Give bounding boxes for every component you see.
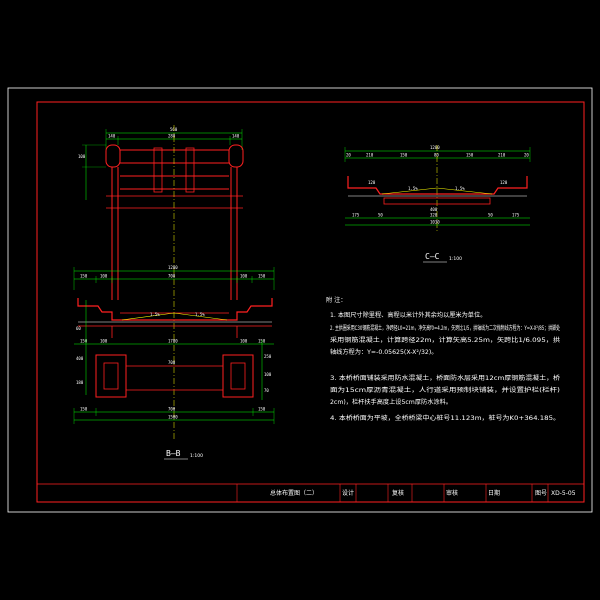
dim-cc-deck-mid: 400 <box>430 207 438 212</box>
drawing-title: 总体布置图（二） <box>270 489 318 497</box>
dim-cc-bottom-seg-3: 50 <box>488 213 493 218</box>
note-line-5: 面为15cm厚沥青混凝土，人行道采用预制块铺装，并设置护栏(栏杆) <box>330 386 560 394</box>
dim-left-h-3: 180 <box>76 380 84 385</box>
dim-top-seg-1: 280 <box>168 134 176 139</box>
dim-bb-ground: 700 <box>168 360 176 365</box>
dim-right-h-2: 70 <box>264 388 269 393</box>
dim-top-seg-2: 140 <box>232 134 240 139</box>
section-bb-label: B—B <box>166 449 181 458</box>
section-bb-scale: 1:100 <box>190 453 203 459</box>
note-line-6: 2cm)，栏杆扶手高度上设5cm厚防水涂料。 <box>330 398 452 406</box>
dim-bb-base-seg-3: 100 <box>240 339 248 344</box>
dim-left-h-0: 100 <box>78 154 86 159</box>
note-line-3: 轴线方程为：Y=-0.05625(X-X²/32)。 <box>330 348 437 356</box>
outer-frame <box>7 87 593 513</box>
section-cc-scale: 1:100 <box>449 256 462 262</box>
dim-bb-base-seg-2: 700 <box>168 407 176 412</box>
dim-bb-mid-seg-1: 100 <box>100 274 108 279</box>
dim-bb-base-seg-0: 150 <box>80 339 88 344</box>
dim-cc-bottom-seg-1: 50 <box>378 213 383 218</box>
drawing-border <box>36 101 585 503</box>
section-cc: 1200 20 210 150 80 150 210 20 120 120 1.… <box>344 145 531 263</box>
dim-left-h-2: 400 <box>76 356 84 361</box>
notes-heading: 附 注： <box>326 296 347 304</box>
dim-bb-base-seg-1: 100 <box>100 339 108 344</box>
dim-bb-mid-seg-0: 150 <box>80 274 88 279</box>
cc-slope-a: 1.5% <box>408 186 418 191</box>
dim-cc-top-seg-0: 20 <box>346 153 351 158</box>
date-label: 日期 <box>488 489 500 497</box>
note-line-7: 4. 本桥桥面为平坡，全桥桥梁中心桩号11.123m，桩号为K0+364.185… <box>330 414 560 422</box>
note-line-2: 采用钢筋混凝土，计算跨径22m，计算矢高5.25m，矢跨比1/6.095，拱 <box>330 336 560 344</box>
section-bb: 560 140 280 140 100 1200 <box>73 125 275 460</box>
design-label: 设计 <box>342 489 354 497</box>
dim-bb-mid-seg-4: 150 <box>258 274 266 279</box>
dim-left-h-1: 60 <box>76 326 81 331</box>
section-cc-label: C—C <box>425 252 440 261</box>
slope-b: 1.5% <box>195 312 205 317</box>
dim-bb-base-overall: 1500 <box>168 415 178 420</box>
dim-bb-deck: 1700 <box>168 339 178 344</box>
dim-bb-mid-overall: 1200 <box>168 265 178 270</box>
dim-cc-bottom-seg-0: 175 <box>352 213 360 218</box>
note-line-1: 2. 主拱圈采用C30钢筋混凝土，净跨径L0=21m，净矢高f0=4.2m，矢跨… <box>330 324 560 332</box>
slope-a: 1.5% <box>150 312 160 317</box>
dim-cc-bottom-seg-4: 175 <box>512 213 520 218</box>
dim-bb-mid-seg-2: 700 <box>168 274 176 279</box>
dim-cc-top-overall: 1200 <box>430 145 440 150</box>
dim-cc-deck-left: 120 <box>368 180 376 185</box>
dim-cc-top-seg-5: 210 <box>498 153 506 158</box>
dim-cc-bottom-seg-2: 320 <box>430 213 438 218</box>
review-label: 复核 <box>392 489 404 497</box>
dim-bb-base-seg-4b: 150 <box>258 407 266 412</box>
drawing-no-label: 图号 <box>535 490 547 497</box>
note-line-0: 1. 本图尺寸除里程、高程以米计外其余均以厘米为单位。 <box>330 311 486 319</box>
dim-cc-top-seg-4: 150 <box>466 153 474 158</box>
dim-right-h-0: 250 <box>264 354 272 359</box>
dim-right-h-1: 100 <box>264 372 272 377</box>
drawing-number: XD-5-05 <box>551 490 576 497</box>
dim-bb-mid-seg-3: 100 <box>240 274 248 279</box>
dim-bb-base-seg-0b: 150 <box>80 407 88 412</box>
title-block: 总体布置图（二） 设计 复核 审核 日期 图号 XD-5-05 <box>37 483 584 502</box>
check-label: 审核 <box>446 489 458 497</box>
dim-cc-bottom-overall: 1030 <box>430 220 440 225</box>
cc-slope-b: 1.5% <box>455 186 465 191</box>
dim-cc-top-seg-2: 150 <box>400 153 408 158</box>
dim-top-seg-0: 140 <box>108 134 116 139</box>
notes-block: 附 注： 1. 本图尺寸除里程、高程以米计外其余均以厘米为单位。 2. 主拱圈采… <box>326 296 560 422</box>
dim-cc-top-seg-6: 20 <box>524 153 529 158</box>
dim-cc-top-seg-3: 80 <box>434 153 439 158</box>
dim-cc-deck-right: 120 <box>500 180 508 185</box>
note-line-4: 3. 本桥桥面铺装采用防水混凝土，桥面防水层采用12cm厚钢筋混凝土，桥 <box>330 374 560 382</box>
dim-cc-top-seg-1: 210 <box>366 153 374 158</box>
